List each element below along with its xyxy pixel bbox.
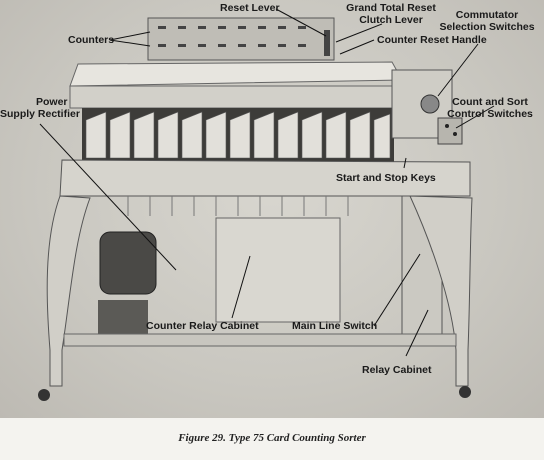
relay-cabinet-label: Relay Cabinet — [362, 364, 432, 376]
counter-reset-handle-label: Counter Reset Handle — [377, 34, 487, 46]
base-rail — [63, 333, 457, 347]
power-line2: Supply Rectifier — [0, 108, 80, 120]
power-supply-rectifier-label: Power Supply Rectifier — [0, 96, 80, 120]
reset-lever-handle — [324, 30, 330, 56]
leader-lines — [39, 8, 495, 357]
commutator-selection-switches-label: Commutator Selection Switches — [430, 9, 544, 33]
count-sort-control-switches-label: Count and Sort Control Switches — [436, 96, 544, 120]
grand-total-reset-label: Grand Total Reset Clutch Lever — [332, 2, 450, 26]
pocket-plates — [85, 111, 391, 159]
counter-digits — [158, 26, 306, 47]
power-line1: Power — [36, 96, 68, 108]
left-leg — [46, 195, 91, 387]
sorter-photograph: Reset Lever Grand Total Reset Clutch Lev… — [0, 0, 544, 418]
counter-relay-cabinet-label: Counter Relay Cabinet — [146, 320, 259, 332]
count-sort-line2: Control Switches — [447, 108, 533, 120]
body-fins — [127, 196, 349, 216]
power-supply-motor — [99, 231, 157, 295]
motor-base — [98, 300, 148, 336]
commutator-wheel — [420, 94, 440, 114]
start-stop-keys-label: Start and Stop Keys — [336, 172, 436, 184]
sorter-machine-illustration — [38, 8, 495, 401]
main-line-switch-label: Main Line Switch — [292, 320, 378, 332]
commutator-line1: Commutator — [455, 9, 519, 21]
machine-body — [59, 159, 471, 197]
commutator-line2: Selection Switches — [439, 21, 535, 33]
left-caster — [38, 389, 50, 401]
right-caster — [459, 386, 471, 398]
counters-label: Counters — [68, 34, 115, 46]
count-sort-line1: Count and Sort — [452, 96, 528, 108]
figure-caption: Figure 29. Type 75 Card Counting Sorter — [178, 432, 366, 444]
reset-lever-label: Reset Lever — [220, 2, 280, 14]
counter-panel — [147, 17, 335, 61]
grand-total-reset-line2: Clutch Lever — [359, 14, 423, 26]
top-deck — [69, 61, 403, 87]
grand-total-reset-line1: Grand Total Reset — [346, 2, 436, 14]
control-switch-box — [437, 117, 463, 145]
feed-section — [69, 85, 403, 109]
counter-relay-cabinet-box — [215, 217, 341, 323]
